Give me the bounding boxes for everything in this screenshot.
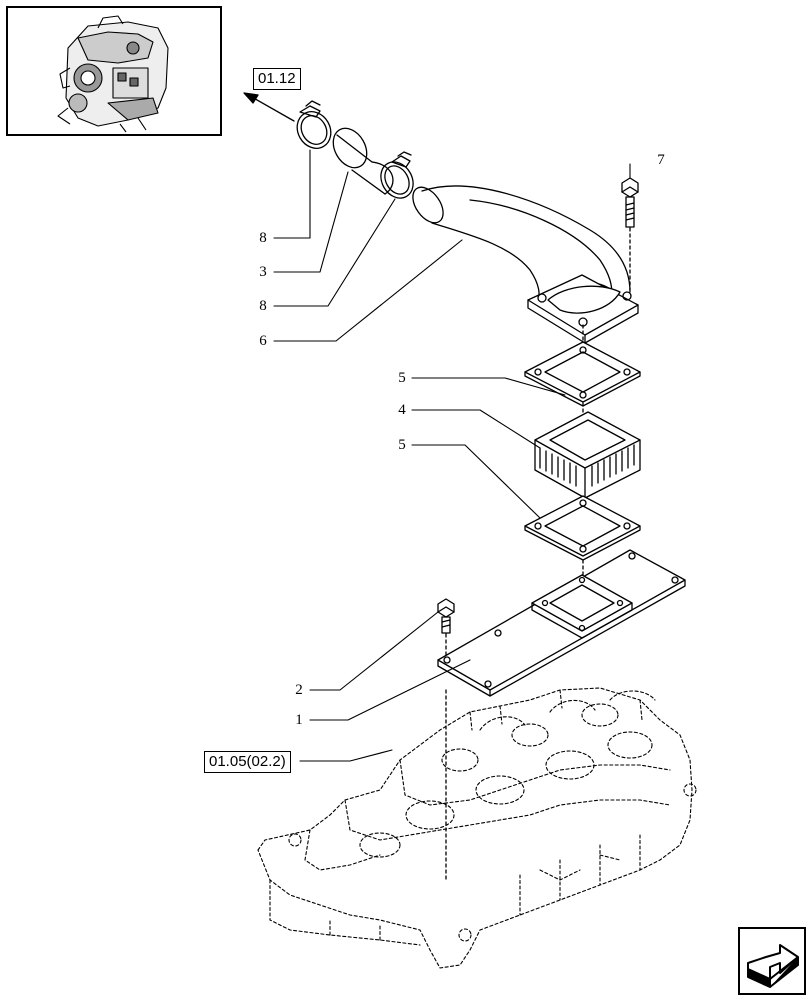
engine-thumbnail (6, 6, 222, 136)
plate-bolt (437, 598, 455, 881)
leader-lines (273, 149, 631, 762)
callout-5-upper: 5 (398, 370, 406, 386)
callout-7: 7 (657, 152, 665, 168)
intake-elbow-pipe (412, 185, 639, 344)
callout-5-lower: 5 (398, 437, 406, 453)
gasket-upper (524, 324, 641, 421)
callout-8-lower: 8 (259, 298, 267, 314)
callout-3: 3 (259, 264, 267, 280)
reference-box-top[interactable]: 01.12 (253, 68, 301, 90)
next-page-button[interactable] (738, 927, 806, 995)
callout-1: 1 (295, 712, 303, 728)
next-page-arrow-icon (747, 944, 799, 988)
hose-clamp-upper (296, 100, 332, 149)
callout-6: 6 (259, 333, 267, 349)
callout-4: 4 (398, 402, 406, 418)
rubber-sleeve (332, 127, 394, 195)
engine-thumbnail-icon (57, 15, 169, 133)
callout-8-upper: 8 (259, 230, 267, 246)
hose-clamp-lower (380, 151, 414, 199)
reference-box-cylinder-head[interactable]: 01.05(02.2) (204, 751, 291, 773)
reference-arrow (243, 92, 295, 122)
flange-bolt (621, 177, 639, 291)
manifold-plate (437, 549, 686, 697)
callout-2: 2 (295, 682, 303, 698)
cylinder-head-outline (257, 687, 697, 969)
